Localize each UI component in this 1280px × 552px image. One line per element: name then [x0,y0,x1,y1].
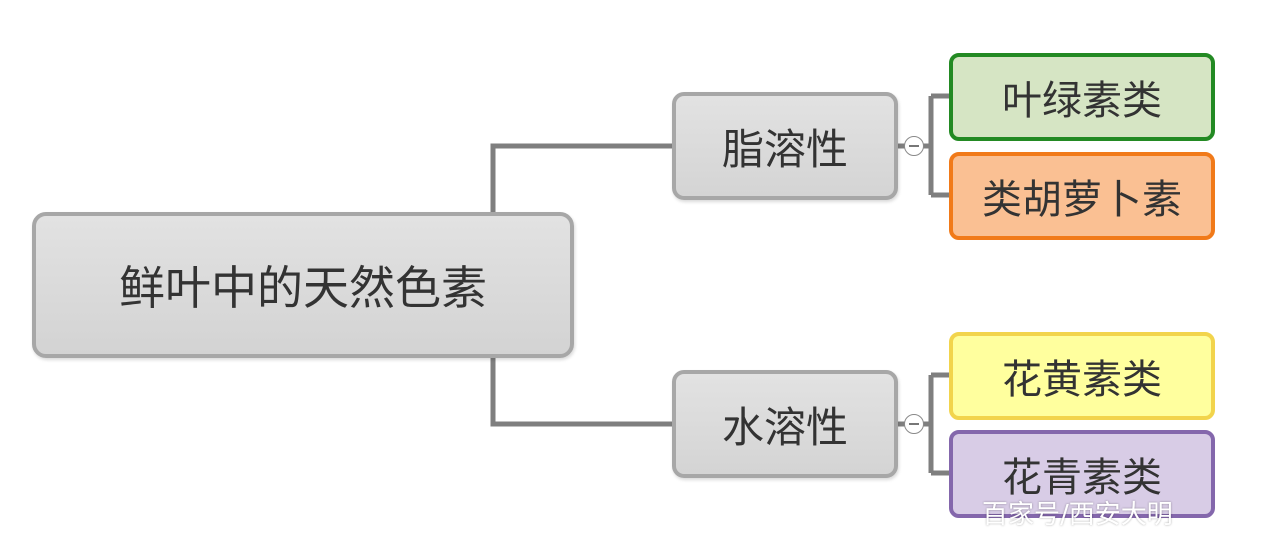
leaf-node-anthocyanins[interactable]: 花青素类 [949,430,1215,518]
leaf-node-flavonoids[interactable]: 花黄素类 [949,332,1215,420]
minus-circle-icon [909,145,919,147]
root-node[interactable]: 鲜叶中的天然色素 [32,212,574,358]
root-node-label: 鲜叶中的天然色素 [119,261,487,315]
collapse-toggle-water-soluble[interactable] [904,414,924,434]
leaf-node-chlorophylls[interactable]: 叶绿素类 [949,53,1215,141]
branch-node-label: 脂溶性 [721,124,848,174]
leaf-node-carotenoids[interactable]: 类胡萝卜素 [949,152,1215,240]
minus-circle-icon [909,423,919,425]
branch-node-label: 水溶性 [721,402,848,452]
leaf-node-label: 类胡萝卜素 [982,177,1182,223]
branch-node-water-soluble[interactable]: 水溶性 [672,370,898,478]
watermark-text: 百家号/西安大明 [982,500,1173,530]
leaf-node-label: 叶绿素类 [1002,78,1162,124]
branch-node-fat-soluble[interactable]: 脂溶性 [672,92,898,200]
collapse-toggle-fat-soluble[interactable] [904,136,924,156]
connector-root-to-fat-soluble [490,143,672,212]
connector-root-to-water-soluble [490,358,672,427]
leaf-node-label: 花黄素类 [1002,357,1162,403]
leaf-node-label: 花青素类 [1002,455,1162,501]
